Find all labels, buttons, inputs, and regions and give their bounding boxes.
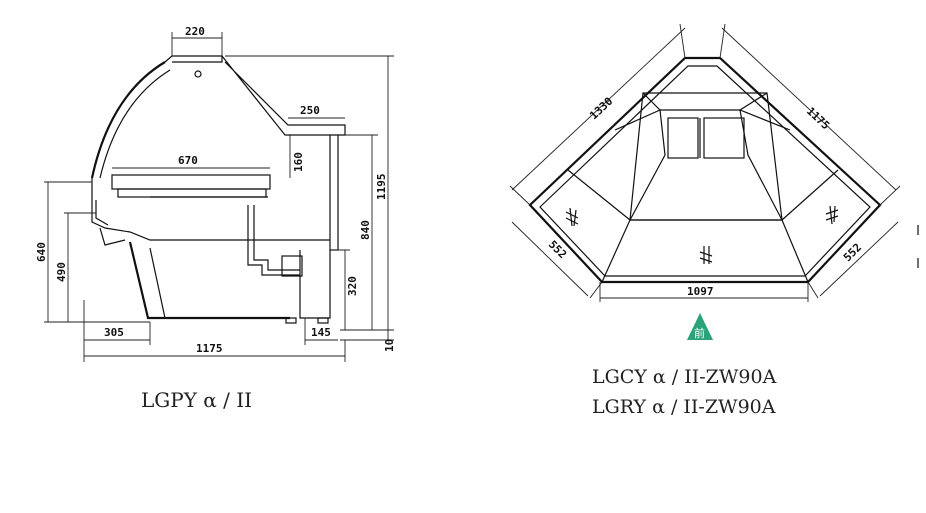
dim-total-depth: 1175: [196, 342, 223, 355]
dim-work-height: 840: [359, 220, 372, 240]
foot-left: [285, 317, 297, 324]
dim-counter-width: 250: [300, 104, 320, 117]
segment-right: [781, 169, 839, 221]
drain-pipe: [247, 205, 300, 276]
side-dimensions: 220 670 250 160 1195 840 320 10: [35, 25, 396, 362]
rear-column: [329, 135, 339, 251]
top-cap: [164, 55, 223, 63]
foot-right: [317, 317, 329, 324]
top-view: 1330 1175 552 552 1097 前 LGCY α / II-ZW9…: [509, 23, 901, 418]
hash-marks: [565, 205, 839, 264]
front-label: 前: [694, 326, 705, 340]
top-view-caption-2: LGRY α / II-ZW90A: [592, 396, 776, 418]
dim-counter-height: 160: [292, 152, 305, 172]
cabinet-front-slant: [128, 241, 290, 320]
display-shelf: [111, 174, 271, 190]
center-bay-left: [667, 117, 699, 159]
curved-glass-inner: [99, 69, 171, 179]
dim-total-height: 1195: [375, 174, 388, 201]
dim-base-right: 145: [311, 326, 331, 339]
corner-outline: [528, 56, 882, 284]
dim-right-side: 1175: [804, 105, 832, 133]
dim-bottom-offset: 10: [383, 339, 396, 352]
dim-left-inner-height: 490: [55, 262, 68, 282]
shelf-support: [117, 188, 267, 198]
dim-left-end: 552: [546, 238, 569, 261]
dim-left-height: 640: [35, 242, 48, 262]
front-indicator-icon: [687, 313, 713, 340]
inner-well: [629, 92, 783, 221]
center-bay-right: [703, 117, 745, 159]
drain-pipe-inner: [253, 205, 300, 271]
side-view: 220 670 250 160 1195 840 320 10: [35, 25, 396, 412]
basin-inner: [95, 200, 109, 226]
cabinet-front-inner: [149, 247, 166, 319]
right-inner-bay: [739, 109, 791, 221]
basin-outline: [91, 178, 330, 241]
dim-front-width: 1097: [687, 285, 714, 298]
dim-top-width: 220: [185, 25, 205, 38]
rear-sloped-panel: [221, 55, 346, 136]
cabinet-rear: [299, 250, 331, 319]
top-view-caption-1: LGCY α / II-ZW90A: [592, 366, 777, 388]
left-inner-bay: [614, 109, 666, 221]
top-lamp: [194, 70, 202, 78]
curved-glass-outer: [90, 61, 166, 179]
dim-shelf-width: 670: [178, 154, 198, 167]
well-top-edge: [642, 92, 768, 111]
front-kick: [99, 227, 126, 246]
drain-valve: [281, 255, 303, 277]
dim-foot-height: 320: [346, 276, 359, 296]
dim-base-left: 305: [104, 326, 124, 339]
dim-left-side: 1330: [587, 95, 615, 123]
corner-inner-outline: [539, 65, 871, 277]
segment-left: [567, 169, 631, 221]
side-view-caption: LGPY α / II: [141, 388, 252, 412]
